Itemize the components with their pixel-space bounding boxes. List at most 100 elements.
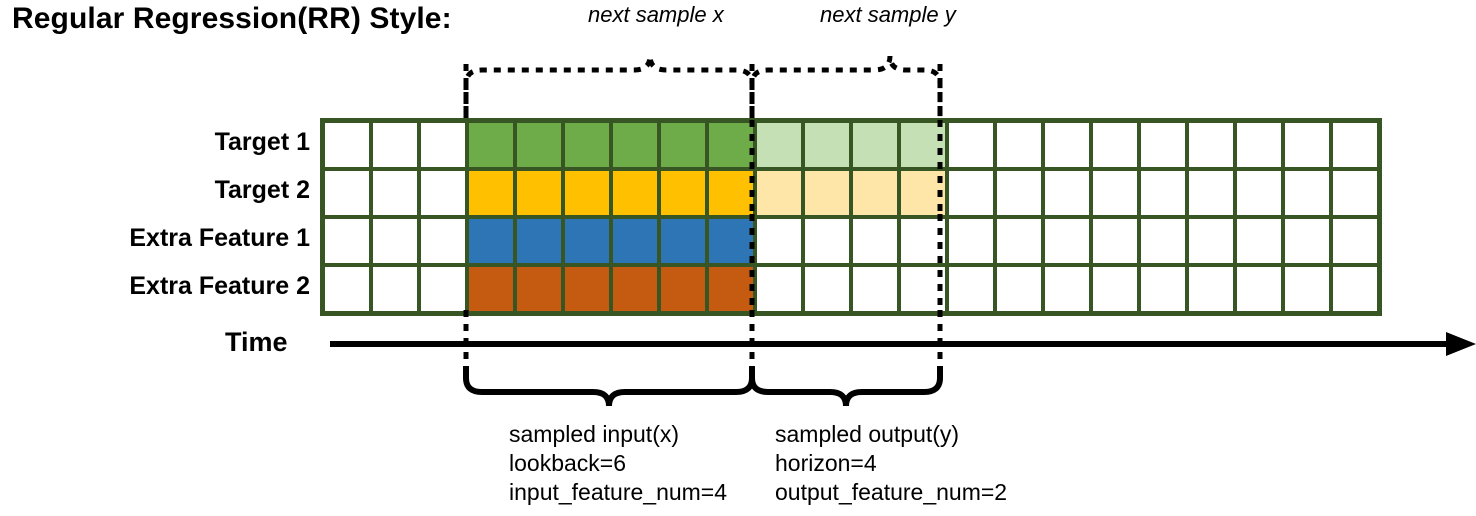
grid-cell	[661, 123, 705, 167]
top-brace-next-sample-x	[463, 55, 755, 118]
bottom-brace-sampled-output	[749, 366, 943, 407]
grid-cell	[901, 267, 945, 311]
grid-cell	[1333, 171, 1377, 215]
grid-cell	[373, 219, 417, 263]
grid-cell	[565, 171, 609, 215]
grid-cell	[1333, 123, 1377, 167]
sampled-input-line-1: sampled input(x)	[509, 421, 680, 447]
row-label-target-2: Target 2	[214, 176, 310, 204]
grid-cell	[613, 171, 657, 215]
sampled-input-line-3: input_feature_num=4	[509, 479, 728, 505]
grid-cell	[325, 171, 369, 215]
grid-cell	[325, 267, 369, 311]
grid-cell	[901, 123, 945, 167]
grid-cell	[1141, 267, 1185, 311]
timeline-grid	[320, 118, 1382, 316]
grid-cell	[853, 171, 897, 215]
grid-cell	[1093, 219, 1137, 263]
grid-cell	[997, 123, 1041, 167]
grid-row-target-1	[325, 123, 1377, 167]
grid-cell	[517, 171, 561, 215]
grid-cell	[421, 219, 465, 263]
grid-cell	[1237, 123, 1281, 167]
grid-cell	[661, 171, 705, 215]
grid-cell	[709, 171, 753, 215]
grid-cell	[805, 267, 849, 311]
grid-cell	[325, 123, 369, 167]
grid-cell	[1285, 267, 1329, 311]
grid-cell	[949, 219, 993, 263]
sampled-output-line-1: sampled output(y)	[775, 421, 960, 447]
grid-cell	[901, 219, 945, 263]
next-sample-x-caption: next sample x	[588, 2, 724, 27]
time-axis-label: Time	[225, 327, 288, 357]
grid-cell	[853, 123, 897, 167]
grid-cell	[1093, 123, 1137, 167]
grid-cell	[949, 123, 993, 167]
grid-cell	[373, 171, 417, 215]
grid-cell	[1189, 219, 1233, 263]
time-axis-arrow	[330, 332, 1476, 356]
grid-cell	[1045, 219, 1089, 263]
grid-row-extra-feature-2	[325, 267, 1377, 311]
grid-cell	[709, 219, 753, 263]
grid-cell	[1189, 123, 1233, 167]
bottom-brace-sampled-input	[463, 366, 755, 407]
grid-cell	[565, 267, 609, 311]
grid-cell	[1333, 267, 1377, 311]
grid-cell	[805, 171, 849, 215]
grid-cell	[997, 171, 1041, 215]
grid-cell	[469, 171, 513, 215]
row-label-extra-feature-2: Extra Feature 2	[129, 272, 310, 300]
grid-cell	[1237, 267, 1281, 311]
grid-cell	[853, 219, 897, 263]
grid-cell	[757, 123, 801, 167]
grid-cell	[613, 219, 657, 263]
grid-cell	[517, 219, 561, 263]
sampled-output-line-2: horizon=4	[775, 450, 877, 476]
grid-cell	[1237, 219, 1281, 263]
grid-cell	[757, 171, 801, 215]
grid-cell	[1141, 123, 1185, 167]
grid-cell	[949, 267, 993, 311]
grid-cell	[1285, 123, 1329, 167]
grid-cell	[517, 123, 561, 167]
top-brace-next-sample-y	[749, 55, 943, 118]
grid-cell	[997, 267, 1041, 311]
grid-cell	[949, 171, 993, 215]
sampled-input-caption: sampled input(x) lookback=6 input_featur…	[509, 420, 727, 507]
grid-cell	[613, 267, 657, 311]
row-label-target-1: Target 1	[214, 128, 310, 156]
grid-cell	[661, 219, 705, 263]
sampled-output-line-3: output_feature_num=2	[775, 479, 1008, 505]
grid-row-extra-feature-1	[325, 219, 1377, 263]
grid-cell	[325, 219, 369, 263]
grid-cell	[757, 219, 801, 263]
grid-cell	[421, 123, 465, 167]
grid-cell	[1141, 171, 1185, 215]
grid-cell	[373, 267, 417, 311]
grid-cell	[805, 123, 849, 167]
grid-cell	[853, 267, 897, 311]
grid-cell	[757, 267, 801, 311]
grid-cell	[517, 267, 561, 311]
page-title: Regular Regression(RR) Style:	[12, 2, 452, 35]
grid-cell	[1045, 171, 1089, 215]
grid-cell	[709, 123, 753, 167]
grid-cell	[1045, 267, 1089, 311]
grid-cell	[1141, 219, 1185, 263]
grid-cell	[565, 219, 609, 263]
grid-cell	[997, 219, 1041, 263]
grid-cell	[709, 267, 753, 311]
grid-cell	[661, 267, 705, 311]
grid-cell	[373, 123, 417, 167]
grid-cell	[1237, 171, 1281, 215]
grid-cell	[565, 123, 609, 167]
row-label-column: Target 1 Target 2 Extra Feature 1 Extra …	[10, 118, 310, 318]
grid-cell	[421, 171, 465, 215]
grid-cell	[1189, 267, 1233, 311]
grid-cell	[1045, 123, 1089, 167]
grid-cell	[421, 267, 465, 311]
grid-row-target-2	[325, 171, 1377, 215]
